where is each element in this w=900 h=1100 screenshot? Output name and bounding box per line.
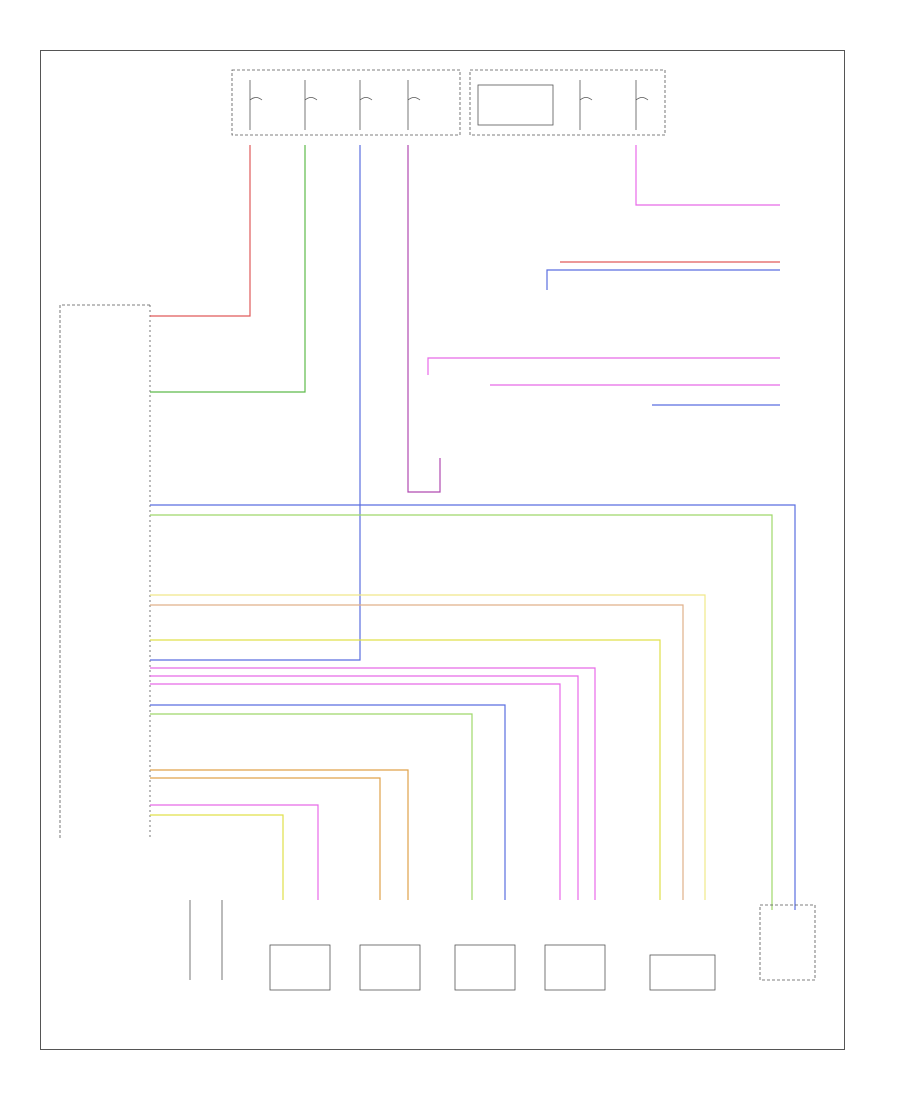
bottom-components	[189, 900, 816, 991]
fuse-box-left	[231, 69, 461, 136]
diagram-frame	[40, 50, 845, 1050]
wire-group-top	[150, 145, 441, 661]
wire-group-ecu	[150, 504, 796, 910]
wire-group-right	[427, 145, 780, 406]
ecu-connector-block	[59, 304, 151, 840]
fuse-box-right	[469, 69, 666, 136]
